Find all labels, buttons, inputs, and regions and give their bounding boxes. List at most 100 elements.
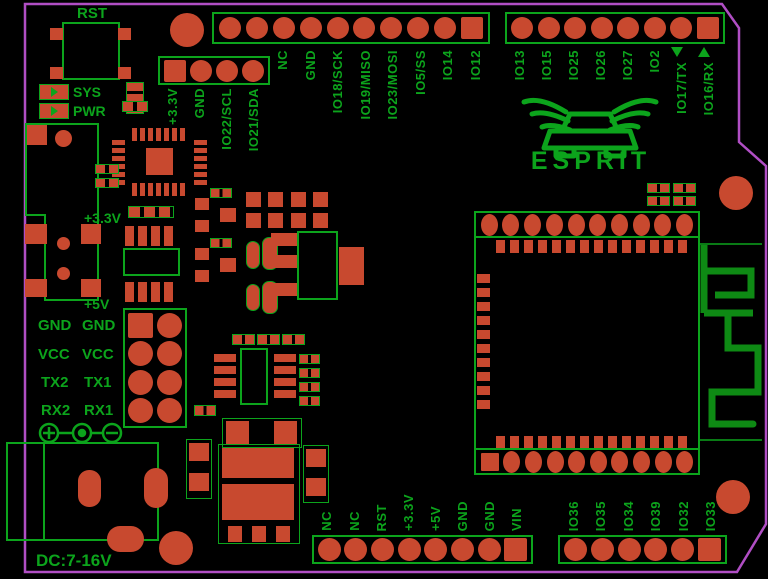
pin-pad	[564, 17, 587, 39]
pin-pad	[245, 17, 268, 39]
pin-pad	[407, 17, 430, 39]
pin-label: IO35	[593, 500, 608, 531]
inductor-pad	[271, 283, 297, 296]
reset-button	[62, 22, 120, 80]
mounting-hole	[719, 176, 753, 210]
pin-label: GND	[455, 500, 470, 531]
rx-arrow-icon	[698, 47, 710, 57]
pin-pad	[511, 17, 534, 39]
inductor-pad	[271, 255, 297, 268]
jack-pad	[78, 470, 101, 507]
soic-pads	[274, 354, 296, 402]
smd-component	[210, 238, 232, 248]
pin-pad	[272, 17, 295, 39]
pin-pad	[477, 538, 501, 561]
smd-component	[122, 101, 148, 112]
smd-component	[282, 334, 305, 345]
esp32-smd-col	[477, 274, 490, 414]
smd-component	[186, 439, 212, 499]
esp32-smd-row	[496, 436, 692, 449]
pin-pad	[563, 538, 587, 561]
smd-component	[299, 396, 320, 406]
serial-label: VCC	[38, 346, 70, 363]
led-arrow-icon	[50, 106, 58, 116]
pin-pad	[617, 17, 640, 39]
pin-label: IO25	[566, 50, 581, 81]
pin-label: GND	[303, 50, 318, 81]
regulator-body	[222, 484, 294, 520]
pin-pad	[654, 450, 672, 473]
smd-component	[299, 382, 320, 392]
pin-label: IO27	[620, 50, 635, 81]
smd-component	[232, 334, 255, 345]
smd-component	[303, 445, 329, 503]
pin-pad	[502, 213, 520, 236]
pin-pad-square	[696, 17, 719, 39]
smd-component	[647, 183, 670, 193]
pin-pad	[128, 397, 154, 423]
pin-label: IO14	[440, 50, 455, 81]
pin-pad	[524, 213, 542, 236]
diode-pad	[274, 421, 297, 444]
header-bottom-left	[312, 535, 533, 564]
regulator-leg	[252, 526, 266, 542]
pin-label: NC	[347, 511, 362, 531]
serial-label: GND	[82, 317, 116, 334]
esp32-top-pads	[474, 211, 700, 238]
pin-pad	[424, 538, 448, 561]
pin-label: IO17/TX	[674, 62, 689, 114]
pin-pad	[317, 538, 341, 561]
dc-input-label: DC:7-16V	[36, 551, 112, 570]
pin-pad	[537, 17, 560, 39]
pin-label: IO19/MISO	[358, 50, 373, 120]
jack-pad	[144, 468, 168, 508]
pin-label: IO23/MOSI	[385, 50, 400, 120]
pin-label: IO2	[647, 50, 662, 73]
pin-pad	[434, 17, 457, 39]
inductor-body	[297, 231, 338, 300]
pin-label: RST	[374, 503, 389, 532]
button-pad	[118, 28, 131, 40]
pwr-led	[39, 103, 69, 119]
pin-label: IO13	[512, 50, 527, 81]
wifi-antenna-icon	[700, 245, 762, 428]
pin-pad	[611, 213, 629, 236]
soic-pads	[125, 226, 177, 246]
pin-pad	[524, 450, 542, 473]
pin-label: IO16/RX	[701, 62, 716, 116]
pin-pad	[397, 538, 421, 561]
esp32-module	[474, 211, 700, 471]
pin-label: IO15	[539, 50, 554, 81]
button-pad	[118, 67, 131, 79]
pin-label: GND	[482, 500, 497, 531]
pin-pad	[380, 17, 403, 39]
pin-pad-square	[480, 452, 499, 471]
inductor-pad	[339, 247, 364, 285]
pin-pad	[299, 17, 322, 39]
smd-component	[299, 354, 320, 364]
pin-pad-square	[164, 59, 186, 82]
pin-label: IO22/SCL	[219, 88, 234, 150]
sys-led-label: SYS	[73, 84, 102, 100]
usb-pad	[55, 130, 72, 147]
pin-label: NC	[319, 511, 334, 531]
pin-label: IO34	[621, 500, 636, 531]
header-top-left	[212, 12, 490, 44]
pin-pad	[545, 213, 563, 236]
pin-pad-square	[504, 538, 528, 561]
button-pad	[50, 67, 63, 79]
usb-pad	[27, 125, 47, 145]
soic-pads	[214, 354, 236, 402]
serial-label: GND	[38, 317, 72, 334]
pin-pad	[654, 213, 672, 236]
regulator-leg	[276, 526, 290, 542]
tx-arrow-icon	[671, 47, 683, 57]
pin-pad	[326, 17, 349, 39]
pin-pad	[546, 450, 564, 473]
inductor-pad	[271, 233, 297, 246]
smd-component	[210, 188, 232, 198]
pin-label: IO26	[593, 50, 608, 81]
smd-component	[673, 183, 696, 193]
pin-pad	[450, 538, 474, 561]
pin-pad	[670, 17, 693, 39]
